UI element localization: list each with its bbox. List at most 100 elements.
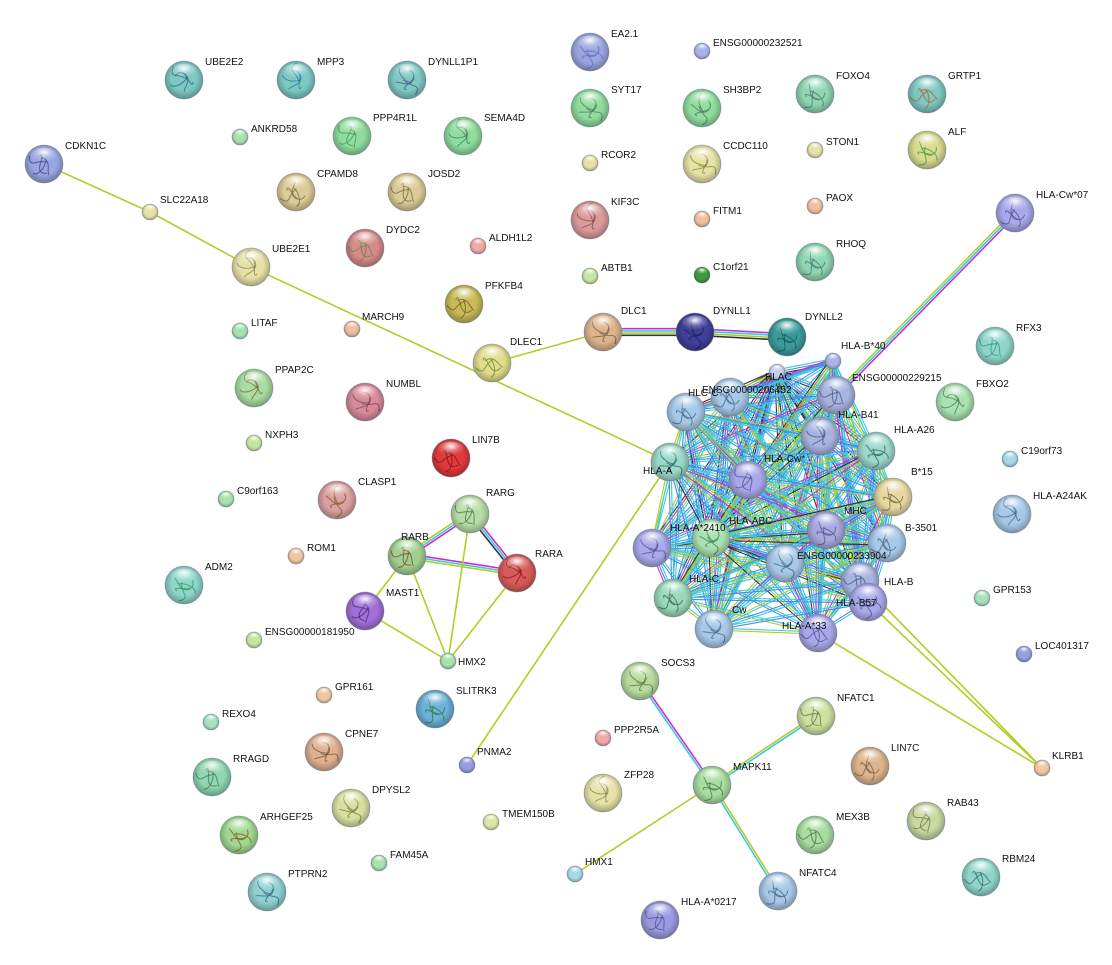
node-dynll1[interactable] [675,312,715,352]
node-cpne7[interactable] [304,732,344,772]
node-rbm24[interactable] [961,857,1001,897]
node-rragd[interactable] [192,757,232,797]
node-hla-b41[interactable] [800,416,840,456]
node-ensg00000229215[interactable] [816,375,856,415]
node-gpr153[interactable] [973,589,991,607]
node-hla-a[interactable] [650,442,690,482]
node-tmem150b[interactable] [482,813,500,831]
node-sh3bp2[interactable] [682,88,722,128]
node-c9orf163[interactable] [217,490,235,508]
node-fbxo2[interactable] [935,382,975,422]
node-ptprn2[interactable] [247,872,287,912]
node-ensg00000232521[interactable] [693,42,711,60]
node-ankrd58[interactable] [231,128,249,146]
node-pfkfb4[interactable] [444,284,484,324]
node-sema4d[interactable] [443,116,483,156]
node-rfx3[interactable] [975,326,1015,366]
node-hla-a-0217[interactable] [640,900,680,940]
node-abtb1[interactable] [581,267,599,285]
node-ea2-1[interactable] [570,32,610,72]
node-rom1[interactable] [287,547,305,565]
node-ube2e2[interactable] [164,60,204,100]
node-slitrk3[interactable] [415,689,455,729]
node-ston1[interactable] [806,141,824,159]
node-fam45a[interactable] [370,854,388,872]
node-loc401317[interactable] [1015,645,1033,663]
node-fitm1[interactable] [693,210,711,228]
node-alf[interactable] [907,130,947,170]
node-rexo4[interactable] [202,713,220,731]
node-clasp1[interactable] [317,480,357,520]
node-klrb1[interactable] [1033,759,1051,777]
node-pnma2[interactable] [458,756,476,774]
node-lin7b[interactable] [431,438,471,478]
node-mex3b[interactable] [795,815,835,855]
node-ube2e1[interactable] [231,247,271,287]
node-arhgef25[interactable] [219,815,259,855]
node-zfp28[interactable] [583,773,623,813]
node-mpp3[interactable] [276,60,316,100]
node-hmx2[interactable] [439,652,457,670]
node-hla-c[interactable] [653,578,693,618]
node-b-15[interactable] [873,477,913,517]
node-lin7c[interactable] [850,746,890,786]
node-cw[interactable] [694,609,734,649]
node-march9[interactable] [343,320,361,338]
node-rarg[interactable] [450,494,490,534]
node-foxo4[interactable] [795,74,835,114]
node-adm2[interactable] [164,565,204,605]
node-cpamd8[interactable] [276,172,316,212]
node-dlc1[interactable] [583,312,623,352]
node-rarb[interactable] [387,536,427,576]
node-hmx1[interactable] [566,865,584,883]
node-hla-a26[interactable] [856,431,896,471]
node-litaf[interactable] [231,322,249,340]
node-paox[interactable] [806,197,824,215]
node-rhoq[interactable] [795,242,835,282]
node-hla-cw[interactable] [728,460,768,500]
node-dydc2[interactable] [345,228,385,268]
node-c19orf73[interactable] [1001,450,1019,468]
node-kif3c[interactable] [570,200,610,240]
node-ppp4r1l[interactable] [332,116,372,156]
node-ppp2r5a[interactable] [594,729,612,747]
node-c1orf21[interactable] [693,266,711,284]
node-ensg00000233904[interactable] [765,543,805,583]
node-b-3501[interactable] [867,523,907,563]
node-dynll2[interactable] [767,317,807,357]
node-ccdc110[interactable] [682,144,722,184]
node-hla-a-33[interactable] [798,613,838,653]
node-nfatc1[interactable] [796,696,836,736]
node-ensg00000181950[interactable] [245,631,263,649]
node-hla-b57[interactable] [848,582,888,622]
node-hlc-c[interactable] [666,392,706,432]
node-hlac[interactable] [768,363,786,381]
node-hla-a-2410[interactable] [632,528,672,568]
node-rab43[interactable] [906,801,946,841]
node-josd2[interactable] [387,172,427,212]
node-numbl[interactable] [345,382,385,422]
node-syt17[interactable] [570,88,610,128]
node-hla-a24ak[interactable] [992,494,1032,534]
node-rara[interactable] [497,553,537,593]
node-slc22a18[interactable] [141,203,159,221]
node-dlec1[interactable] [472,343,512,383]
node-aldh1l2[interactable] [469,237,487,255]
node-hla-b-40[interactable] [824,352,842,370]
node-mast1[interactable] [345,591,385,631]
node-hla-cw-07[interactable] [995,193,1035,233]
node-dpysl2[interactable] [331,788,371,828]
node-mapk11[interactable] [692,765,732,805]
node-nxph3[interactable] [245,434,263,452]
node-dynll1p1[interactable] [387,60,427,100]
node-hla-abc[interactable] [691,518,731,558]
node-rcor2[interactable] [581,154,599,172]
node-hla-b[interactable] [840,561,880,601]
node-nfatc4[interactable] [758,871,798,911]
node-ensg00000206452[interactable] [710,377,750,417]
node-socs3[interactable] [620,661,660,701]
node-cdkn1c[interactable] [24,144,64,184]
node-mhc[interactable] [806,510,846,550]
node-ppap2c[interactable] [234,368,274,408]
node-grtp1[interactable] [907,74,947,114]
